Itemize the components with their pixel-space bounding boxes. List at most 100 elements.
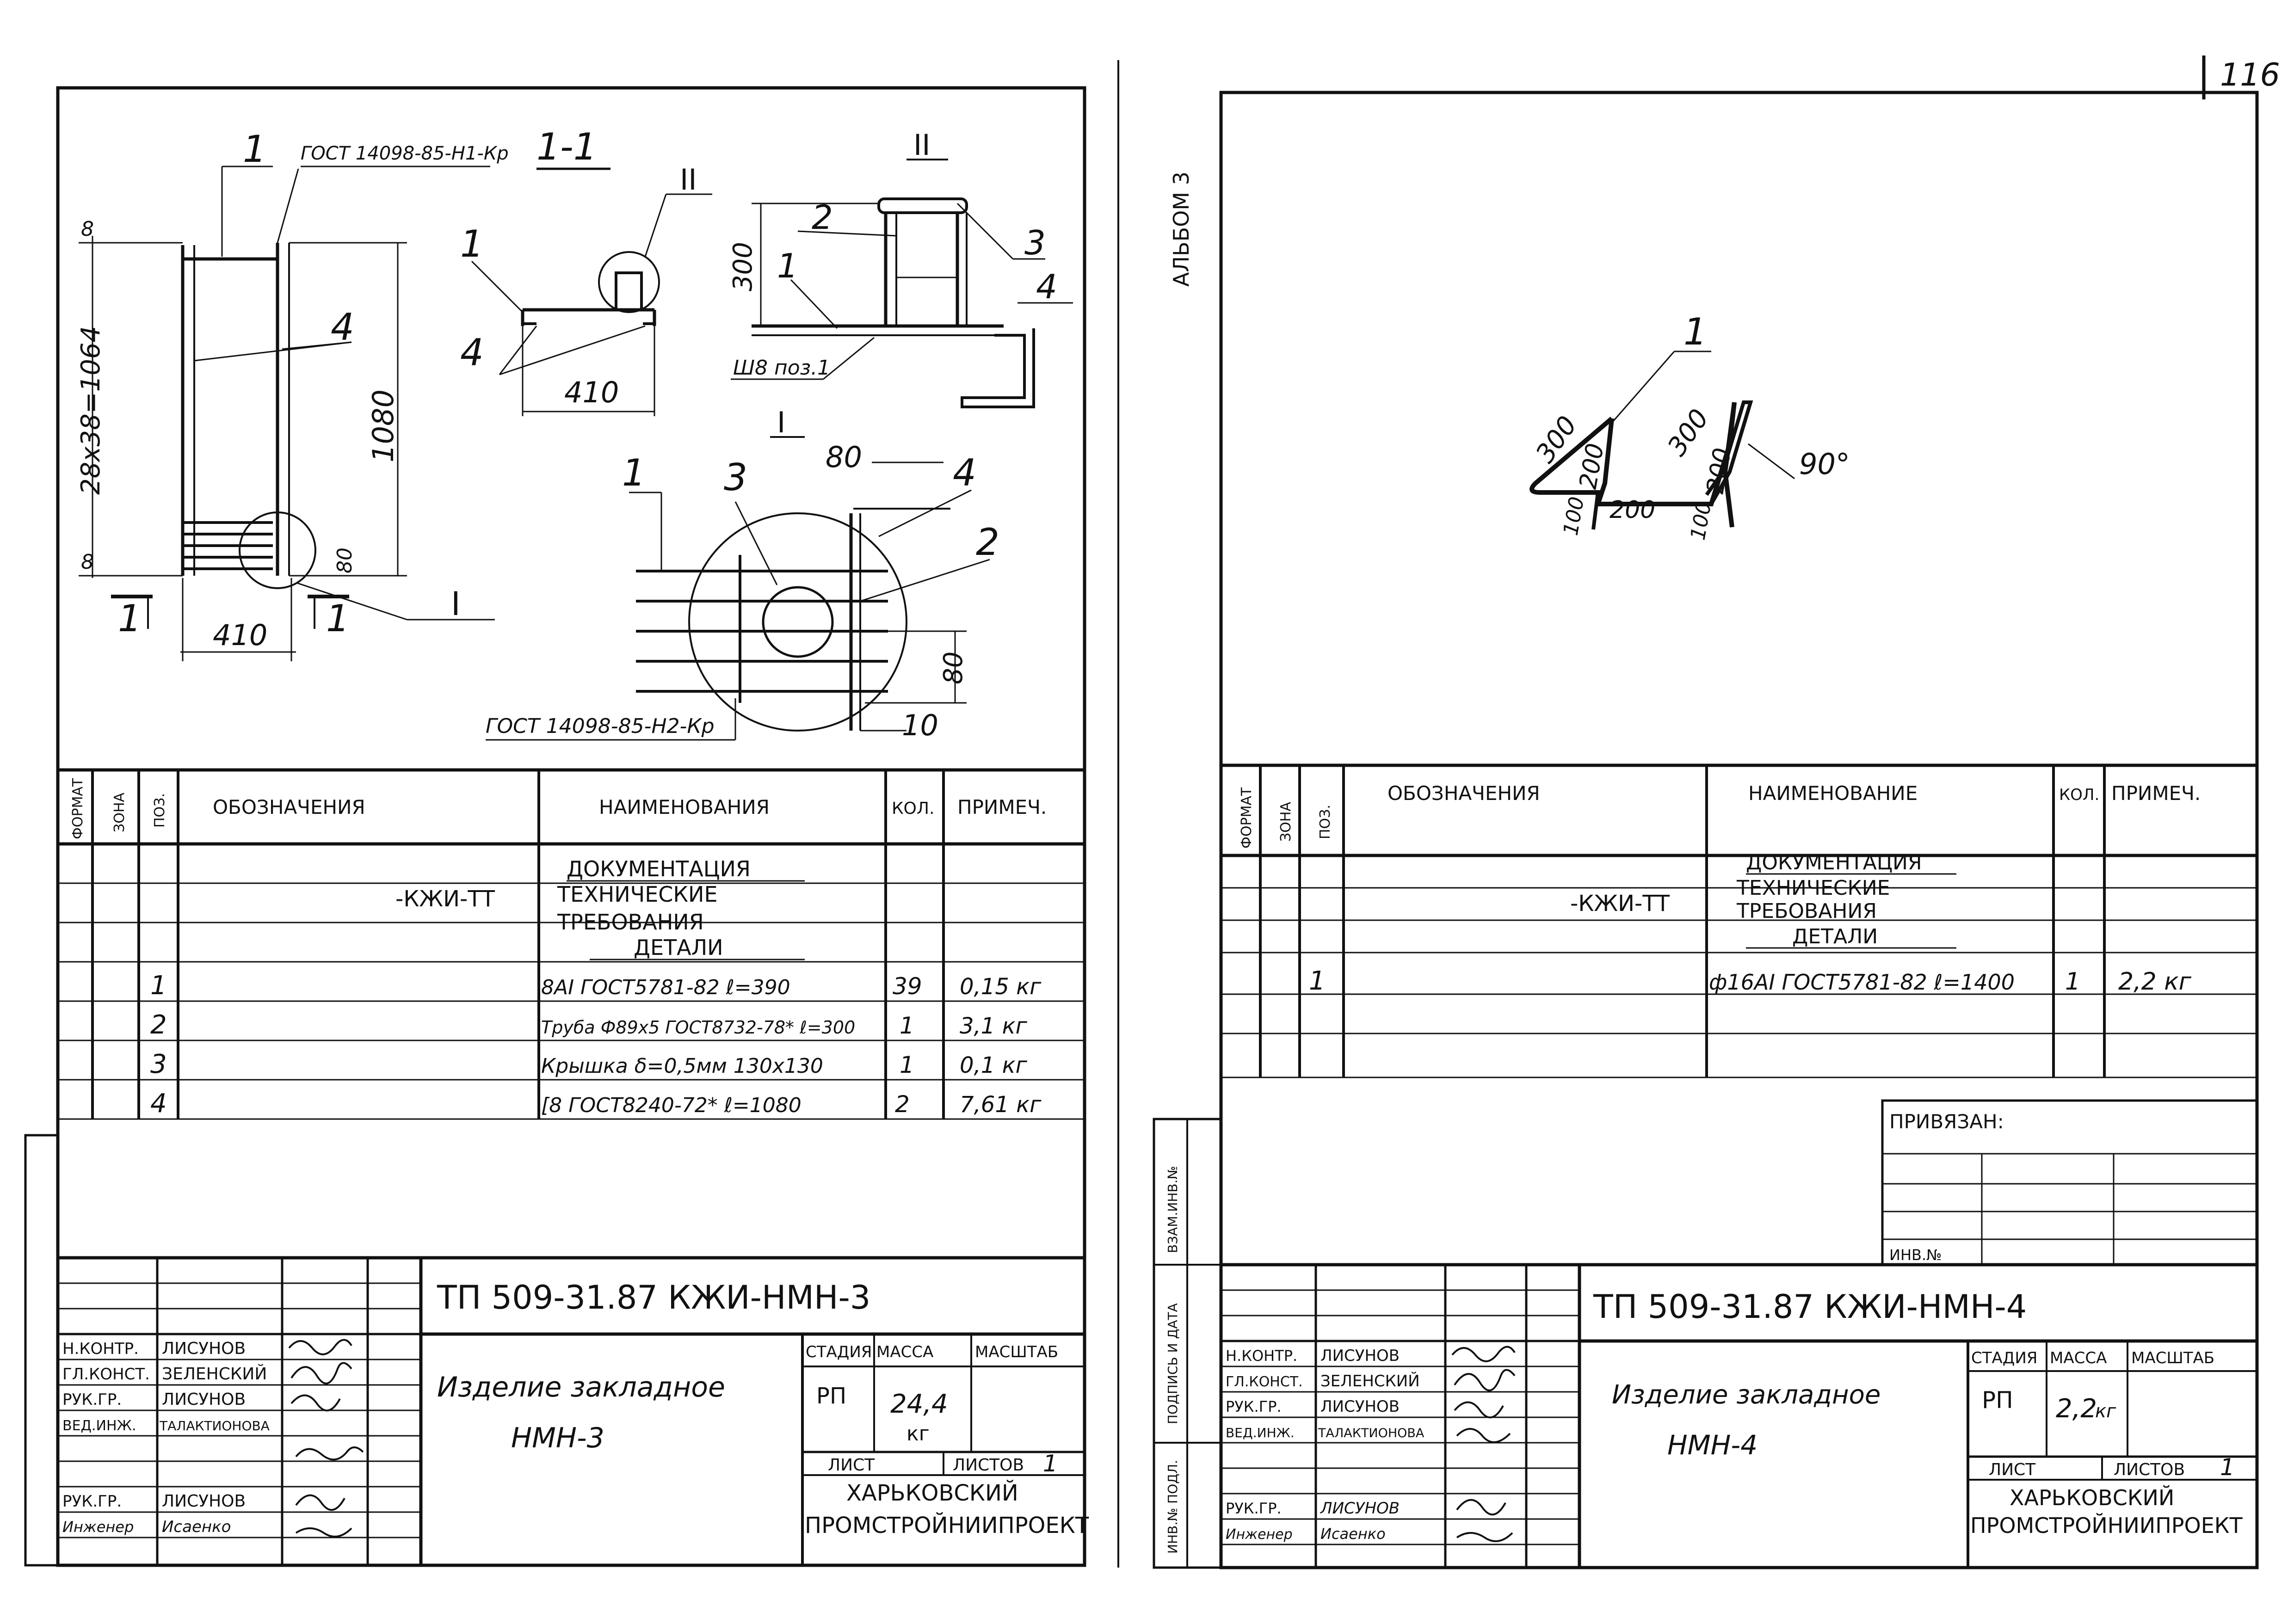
gost-top-label: ГОСТ 14098-85-Н1-Кр bbox=[301, 143, 509, 164]
right-mass-unit: кг bbox=[2095, 1401, 2116, 1422]
inv-no-label: ИНВ.№ bbox=[1889, 1246, 1942, 1264]
left-sheet: 1 ГОСТ 14098-85-Н1-Кр 4 28x38=1064 8 8 bbox=[24, 86, 1089, 1567]
right-hdr-note: ПРИМЕЧ. bbox=[2111, 782, 2201, 805]
dim-8-top: 8 bbox=[81, 217, 94, 241]
right-staff-row: Инженер Исаенко bbox=[1226, 1525, 1386, 1543]
staff-role: ГЛ.КОНСТ. bbox=[1226, 1374, 1303, 1390]
right-title-name-1: Изделие закладное bbox=[1612, 1380, 1881, 1410]
detail-II-view: II 300 2 3 4 bbox=[728, 128, 1073, 408]
staff-name: ЗЕЛЕНСКИЙ bbox=[162, 1364, 267, 1384]
left-hdr-name: НАИМЕНОВАНИЯ bbox=[599, 796, 770, 818]
right-side-stamp: ИНВ.№ ПОДЛ. ПОДПИСЬ И ДАТА ВЗАМ.ИНВ.№ bbox=[1153, 1118, 1222, 1569]
left-table-row: 4 [8 ГОСТ8240-72* ℓ=1080 2 7,61 кг bbox=[150, 1089, 1042, 1119]
staff-role: РУК.ГР. bbox=[1226, 1398, 1282, 1415]
right-hdr-designation: ОБОЗНАЧЕНИЯ bbox=[1388, 782, 1540, 805]
right-hdr-pos: ПОЗ. bbox=[1317, 805, 1333, 839]
detail-dim-300: 300 bbox=[728, 242, 758, 291]
right-stage-value: РП bbox=[1982, 1387, 2013, 1414]
elev-pos-1: 1 bbox=[243, 128, 266, 171]
left-hdr-designation: ОБОЗНАЧЕНИЯ bbox=[213, 796, 365, 818]
left-stage-value: РП bbox=[816, 1383, 846, 1409]
row-qty: 2 bbox=[895, 1091, 910, 1118]
left-sheet-frame bbox=[56, 86, 1086, 1567]
elev-pos-4: 4 bbox=[331, 306, 354, 349]
right-doc-section: ДОКУМЕНТАЦИЯ bbox=[1746, 851, 1922, 874]
right-spec-table: ФОРМАТ ЗОНА ПОЗ. ОБОЗНАЧЕНИЯ НАИМЕНОВАНИ… bbox=[1221, 763, 2257, 1078]
right-sheets-value: 1 bbox=[2220, 1454, 2235, 1481]
left-sheets-value: 1 bbox=[1043, 1450, 1058, 1477]
left-org-1: ХАРЬКОВСКИЙ bbox=[846, 1480, 1018, 1506]
left-hdr-format: ФОРМАТ bbox=[70, 778, 86, 839]
left-hdr-qty: КОЛ. bbox=[892, 799, 934, 818]
detail-pos-4: 4 bbox=[1036, 267, 1057, 306]
left-title-block: ТП 509-31.87 КЖИ-НМН-3 Изделие закладное… bbox=[58, 1256, 1089, 1565]
stamp-signature: ПОДПИСЬ И ДАТА bbox=[1165, 1303, 1180, 1424]
left-signatures bbox=[288, 1339, 364, 1538]
rod-dim-200c: 200 bbox=[1702, 446, 1737, 496]
stamp-vzam-inv: ВЗАМ.ИНВ.№ bbox=[1165, 1166, 1180, 1253]
section-mark-left: 1 bbox=[118, 597, 142, 640]
left-staff-row: ВЕД.ИНЖ. ТАЛАКТИОНОВА bbox=[62, 1418, 270, 1434]
staff-name: ЛИСУНОВ bbox=[1320, 1347, 1400, 1365]
staff-role: РУК.ГР. bbox=[1226, 1500, 1282, 1517]
right-hdr-zone: ЗОНА bbox=[1278, 802, 1294, 842]
row-qty: 1 bbox=[900, 1052, 914, 1078]
dim-8-bottom: 8 bbox=[81, 550, 94, 574]
detail-I-title: I bbox=[777, 406, 785, 439]
stamp-inv-podl: ИНВ.№ ПОДЛ. bbox=[1165, 1460, 1180, 1554]
left-staff-row: РУК.ГР. ЛИСУНОВ bbox=[62, 1492, 246, 1511]
left-title-name-1: Изделие закладное bbox=[437, 1371, 725, 1403]
left-spec-table: ФОРМАТ ЗОНА ПОЗ. ОБОЗНАЧЕНИЯ НАИМЕНОВАНИ… bbox=[58, 768, 1085, 1120]
staff-name: ЛИСУНОВ bbox=[1320, 1499, 1400, 1518]
right-table-row: 1 ф16AI ГОСТ5781-82 ℓ=1400 1 2,2 кг bbox=[1309, 966, 2192, 996]
right-tech-name-1: ТЕХНИЧЕСКИЕ bbox=[1736, 876, 1890, 900]
section-1-1-view: 1-1 II 1 4 410 bbox=[460, 125, 712, 416]
gost-bottom-label: ГОСТ 14098-85-Н2-Кр bbox=[486, 714, 715, 738]
detail-I-pos-3: 3 bbox=[724, 456, 747, 499]
detail-dim-10: 10 bbox=[902, 708, 938, 742]
rod-dim-100a: 100 bbox=[1559, 495, 1589, 537]
left-stage-label: СТАДИЯ bbox=[806, 1343, 872, 1361]
rod-dim-300b: 300 bbox=[1662, 404, 1715, 461]
right-mass-label: МАССА bbox=[2050, 1349, 2107, 1367]
detail-pos-2: 2 bbox=[812, 198, 833, 237]
left-staff-row: РУК.ГР. ЛИСУНОВ bbox=[62, 1390, 246, 1409]
right-title-code: ТП 509-31.87 КЖИ-НМН-4 bbox=[1593, 1288, 2027, 1326]
detail-I-view: I 80 1 3 4 bbox=[486, 406, 999, 742]
dim-vertical: 28x38=1064 bbox=[76, 326, 106, 495]
staff-role: Инженер bbox=[62, 1518, 134, 1536]
staff-role: Н.КОНТР. bbox=[1226, 1347, 1297, 1365]
right-title-name-2: НМН-4 bbox=[1667, 1429, 1758, 1461]
staff-name: ЛИСУНОВ bbox=[162, 1492, 246, 1511]
row-qty: 39 bbox=[893, 973, 922, 1000]
detail-dim-80-right: 80 bbox=[938, 652, 968, 684]
left-mass-label: МАССА bbox=[876, 1343, 933, 1361]
left-hdr-pos: ПОЗ. bbox=[152, 793, 168, 828]
row-note: 7,61 кг bbox=[960, 1092, 1042, 1118]
left-doc-section: ДОКУМЕНТАЦИЯ bbox=[567, 856, 751, 881]
right-hdr-format: ФОРМАТ bbox=[1239, 787, 1255, 849]
staff-name: ТАЛАКТИОНОВА bbox=[159, 1418, 270, 1433]
right-staff-row: РУК.ГР. ЛИСУНОВ bbox=[1226, 1499, 1400, 1518]
right-hdr-name: НАИМЕНОВАНИЕ bbox=[1748, 782, 1918, 805]
staff-role: Н.КОНТР. bbox=[62, 1340, 139, 1358]
right-mass-value: 2,2 bbox=[2056, 1394, 2097, 1424]
detail-I-pos-2: 2 bbox=[976, 521, 999, 564]
right-staff-row: ВЕД.ИНЖ. ТАЛАКТИОНОВА bbox=[1226, 1425, 1424, 1440]
detail-II-title: II bbox=[913, 128, 931, 162]
dim-1080: 1080 bbox=[366, 389, 400, 462]
staff-name: ЗЕЛЕНСКИЙ bbox=[1320, 1372, 1420, 1390]
row-note: 2,2 кг bbox=[2118, 968, 2192, 996]
elev-callout-I: I bbox=[451, 585, 461, 623]
left-tech-name-2: ТРЕБОВАНИЯ bbox=[557, 910, 704, 935]
section-pos-1: 1 bbox=[460, 222, 484, 265]
left-title-code: ТП 509-31.87 КЖИ-НМН-3 bbox=[437, 1279, 870, 1316]
row-pos: 1 bbox=[150, 971, 167, 1001]
row-name: Крышка δ=0,5мм 130х130 bbox=[541, 1054, 823, 1078]
staff-name: ЛИСУНОВ bbox=[162, 1339, 246, 1358]
detail-dim-80-top: 80 bbox=[826, 440, 862, 474]
row-note: 3,1 кг bbox=[960, 1013, 1028, 1039]
left-staff-row: Н.КОНТР. ЛИСУНОВ bbox=[62, 1339, 246, 1358]
album-label: АЛЬБОМ 3 bbox=[1169, 172, 1194, 287]
